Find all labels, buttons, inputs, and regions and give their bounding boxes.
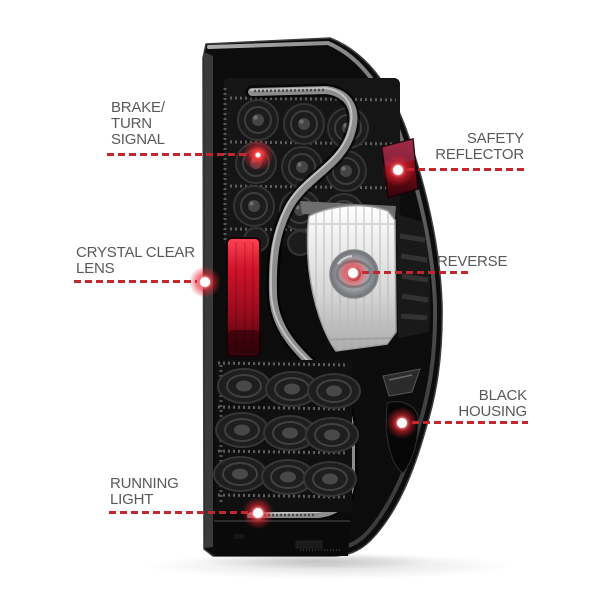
callout-line-brake-turn-signal bbox=[107, 153, 251, 156]
callout-label-reverse: REVERSE bbox=[437, 254, 507, 270]
callout-line-black-housing bbox=[412, 421, 528, 424]
callout-label-running-light: RUNNING LIGHT bbox=[110, 476, 179, 508]
callout-label-safety-reflector: SAFETY REFLECTOR bbox=[435, 131, 524, 163]
callout-label-line: HOUSING bbox=[458, 403, 527, 420]
dot-core bbox=[200, 277, 210, 287]
callout-label-line: SIGNAL bbox=[111, 131, 165, 148]
floor-shadow bbox=[145, 553, 515, 579]
callout-label-line: RUNNING bbox=[110, 475, 179, 492]
callout-label-line: REFLECTOR bbox=[435, 146, 524, 163]
dot-core bbox=[397, 418, 407, 428]
red-reflector-strip bbox=[226, 237, 261, 357]
callout-label-brake-turn-signal: BRAKE/ TURN SIGNAL bbox=[111, 100, 165, 148]
housing-base bbox=[214, 518, 351, 556]
callout-label-line: LIGHT bbox=[110, 491, 154, 508]
dot-core bbox=[253, 150, 263, 160]
callout-label-crystal-clear-lens: CRYSTAL CLEAR LENS bbox=[76, 245, 195, 277]
callout-line-running-light bbox=[109, 511, 250, 514]
dot-core bbox=[393, 165, 403, 175]
callout-line-crystal-clear-lens bbox=[74, 280, 197, 283]
callout-label-line: SAFETY bbox=[466, 130, 524, 147]
callout-label-line: REVERSE bbox=[437, 253, 508, 270]
callout-label-line: CRYSTAL CLEAR bbox=[76, 244, 195, 261]
callout-label-line: BRAKE/ bbox=[111, 99, 165, 116]
callout-line-reverse bbox=[362, 271, 472, 274]
dot-core bbox=[348, 268, 358, 278]
running-light-cluster bbox=[213, 360, 361, 512]
callout-label-black-housing: BLACK HOUSING bbox=[458, 388, 527, 420]
dot-core bbox=[253, 508, 263, 518]
callout-line-safety-reflector bbox=[407, 168, 524, 171]
callout-label-line: LENS bbox=[76, 260, 115, 277]
callout-label-line: TURN bbox=[111, 115, 152, 132]
callout-label-line: BLACK bbox=[478, 387, 527, 404]
